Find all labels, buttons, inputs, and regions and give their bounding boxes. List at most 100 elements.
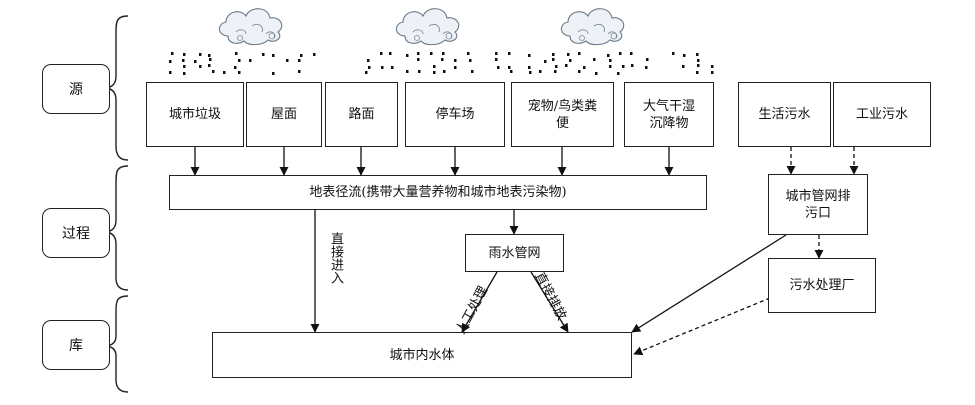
rain-drop: [183, 65, 186, 68]
rain-drop: [235, 52, 238, 55]
stage-process: 过程: [42, 208, 110, 258]
solid-arrows: [190, 147, 787, 333]
rain-drop: [368, 66, 371, 69]
rain-drop: [433, 65, 436, 68]
rain-drop: [272, 54, 275, 57]
outfall-box: 城市管网排污口: [768, 174, 868, 235]
rain-drop: [711, 65, 714, 68]
rain-drop: [630, 52, 633, 55]
treatment-plant-box: 污水处理厂: [768, 258, 876, 313]
rain-drop: [183, 72, 186, 75]
rain-drop: [389, 52, 392, 55]
rain-drop: [508, 52, 511, 55]
rain-drop: [262, 53, 265, 56]
rain-drop: [223, 71, 226, 74]
rain-drop: [433, 71, 436, 74]
rain-drop: [528, 54, 531, 57]
rain-drop: [199, 65, 202, 68]
rain-drop: [631, 64, 634, 67]
rain-drop: [622, 65, 625, 68]
rain-drops: [169, 52, 714, 75]
rain-drop: [212, 70, 215, 73]
rain-drop: [672, 52, 675, 55]
rain-drop: [199, 53, 202, 56]
rain-drop: [169, 71, 172, 74]
rain-drop: [442, 52, 445, 55]
rain-drop: [441, 58, 444, 61]
dashed-arrows: [633, 147, 859, 356]
cloud-icon: [395, 8, 460, 46]
rain-drop: [497, 66, 500, 69]
rain-drop: [495, 52, 498, 55]
rain-drop: [249, 59, 252, 62]
rain-drop: [696, 53, 699, 56]
rain-drop: [209, 58, 212, 61]
rain-drop: [711, 71, 714, 74]
rain-drop: [565, 64, 568, 67]
stage-sink: 库: [42, 320, 110, 370]
rain-drop: [300, 54, 303, 57]
rain-drop: [569, 59, 572, 62]
source-atmospheric-deposition: 大气干湿沉降物: [624, 82, 714, 147]
rain-drop: [554, 70, 557, 73]
rain-drop: [272, 72, 275, 75]
source-roof: 屋面: [246, 82, 322, 147]
rain-drop: [418, 70, 421, 73]
rain-drop: [286, 59, 289, 62]
rain-drop: [169, 60, 172, 63]
rain-drop: [238, 71, 241, 74]
rain-drop: [683, 54, 686, 57]
rain-drop: [171, 52, 174, 55]
rain-drop: [567, 53, 570, 56]
rain-drop: [578, 70, 581, 73]
rain-drop: [495, 58, 498, 61]
rain-drop: [696, 71, 699, 74]
rain-drop: [208, 64, 211, 67]
rain-drop: [528, 66, 531, 69]
source-domestic-sewage: 生活污水: [738, 82, 831, 147]
stage-source: 源: [42, 64, 110, 114]
surface-runoff-box: 地表径流(携带大量营养物和城市地表污染物): [169, 175, 707, 210]
rain-drop: [380, 52, 383, 55]
rain-drop: [417, 52, 420, 55]
rain-drop: [391, 66, 394, 69]
rain-drop: [552, 53, 555, 56]
rain-drop: [510, 70, 513, 73]
rain-drop: [454, 59, 457, 62]
edge-label-direct-entry: 直接进入: [328, 232, 343, 284]
rain-drop: [593, 58, 596, 61]
rain-drop: [609, 59, 612, 62]
rain-drop: [619, 52, 622, 55]
rain-drop: [443, 70, 446, 73]
rain-drop: [578, 52, 581, 55]
rain-drop: [471, 70, 474, 73]
rain-drop: [238, 59, 241, 62]
rain-drop: [430, 52, 433, 55]
rain-drop: [609, 65, 612, 68]
rain-drop: [454, 66, 457, 69]
cloud-icon: [218, 8, 283, 46]
rain-drop: [617, 72, 620, 75]
rain-drop: [555, 65, 558, 68]
rain-drop: [508, 66, 511, 69]
source-garbage: 城市垃圾: [146, 82, 244, 147]
rain-drop: [367, 59, 370, 62]
rain-drop: [365, 71, 368, 74]
cloud-icon: [560, 8, 625, 46]
rain-drop: [544, 60, 547, 63]
rain-drop: [406, 54, 409, 57]
rain-drop: [697, 59, 700, 62]
rain-drop: [182, 59, 185, 62]
source-pet-bird-feces: 宠物/鸟类粪便: [511, 82, 614, 147]
rain-drop: [552, 58, 555, 61]
rain-drop: [607, 54, 610, 57]
rain-drop: [417, 58, 420, 61]
rain-drop: [645, 66, 648, 69]
rain-drop: [646, 58, 649, 61]
rain-drop: [183, 53, 186, 56]
source-parking: 停车场: [405, 82, 505, 147]
rain-drop: [208, 54, 211, 57]
rain-drop: [194, 60, 197, 63]
rain-drop: [234, 66, 237, 69]
